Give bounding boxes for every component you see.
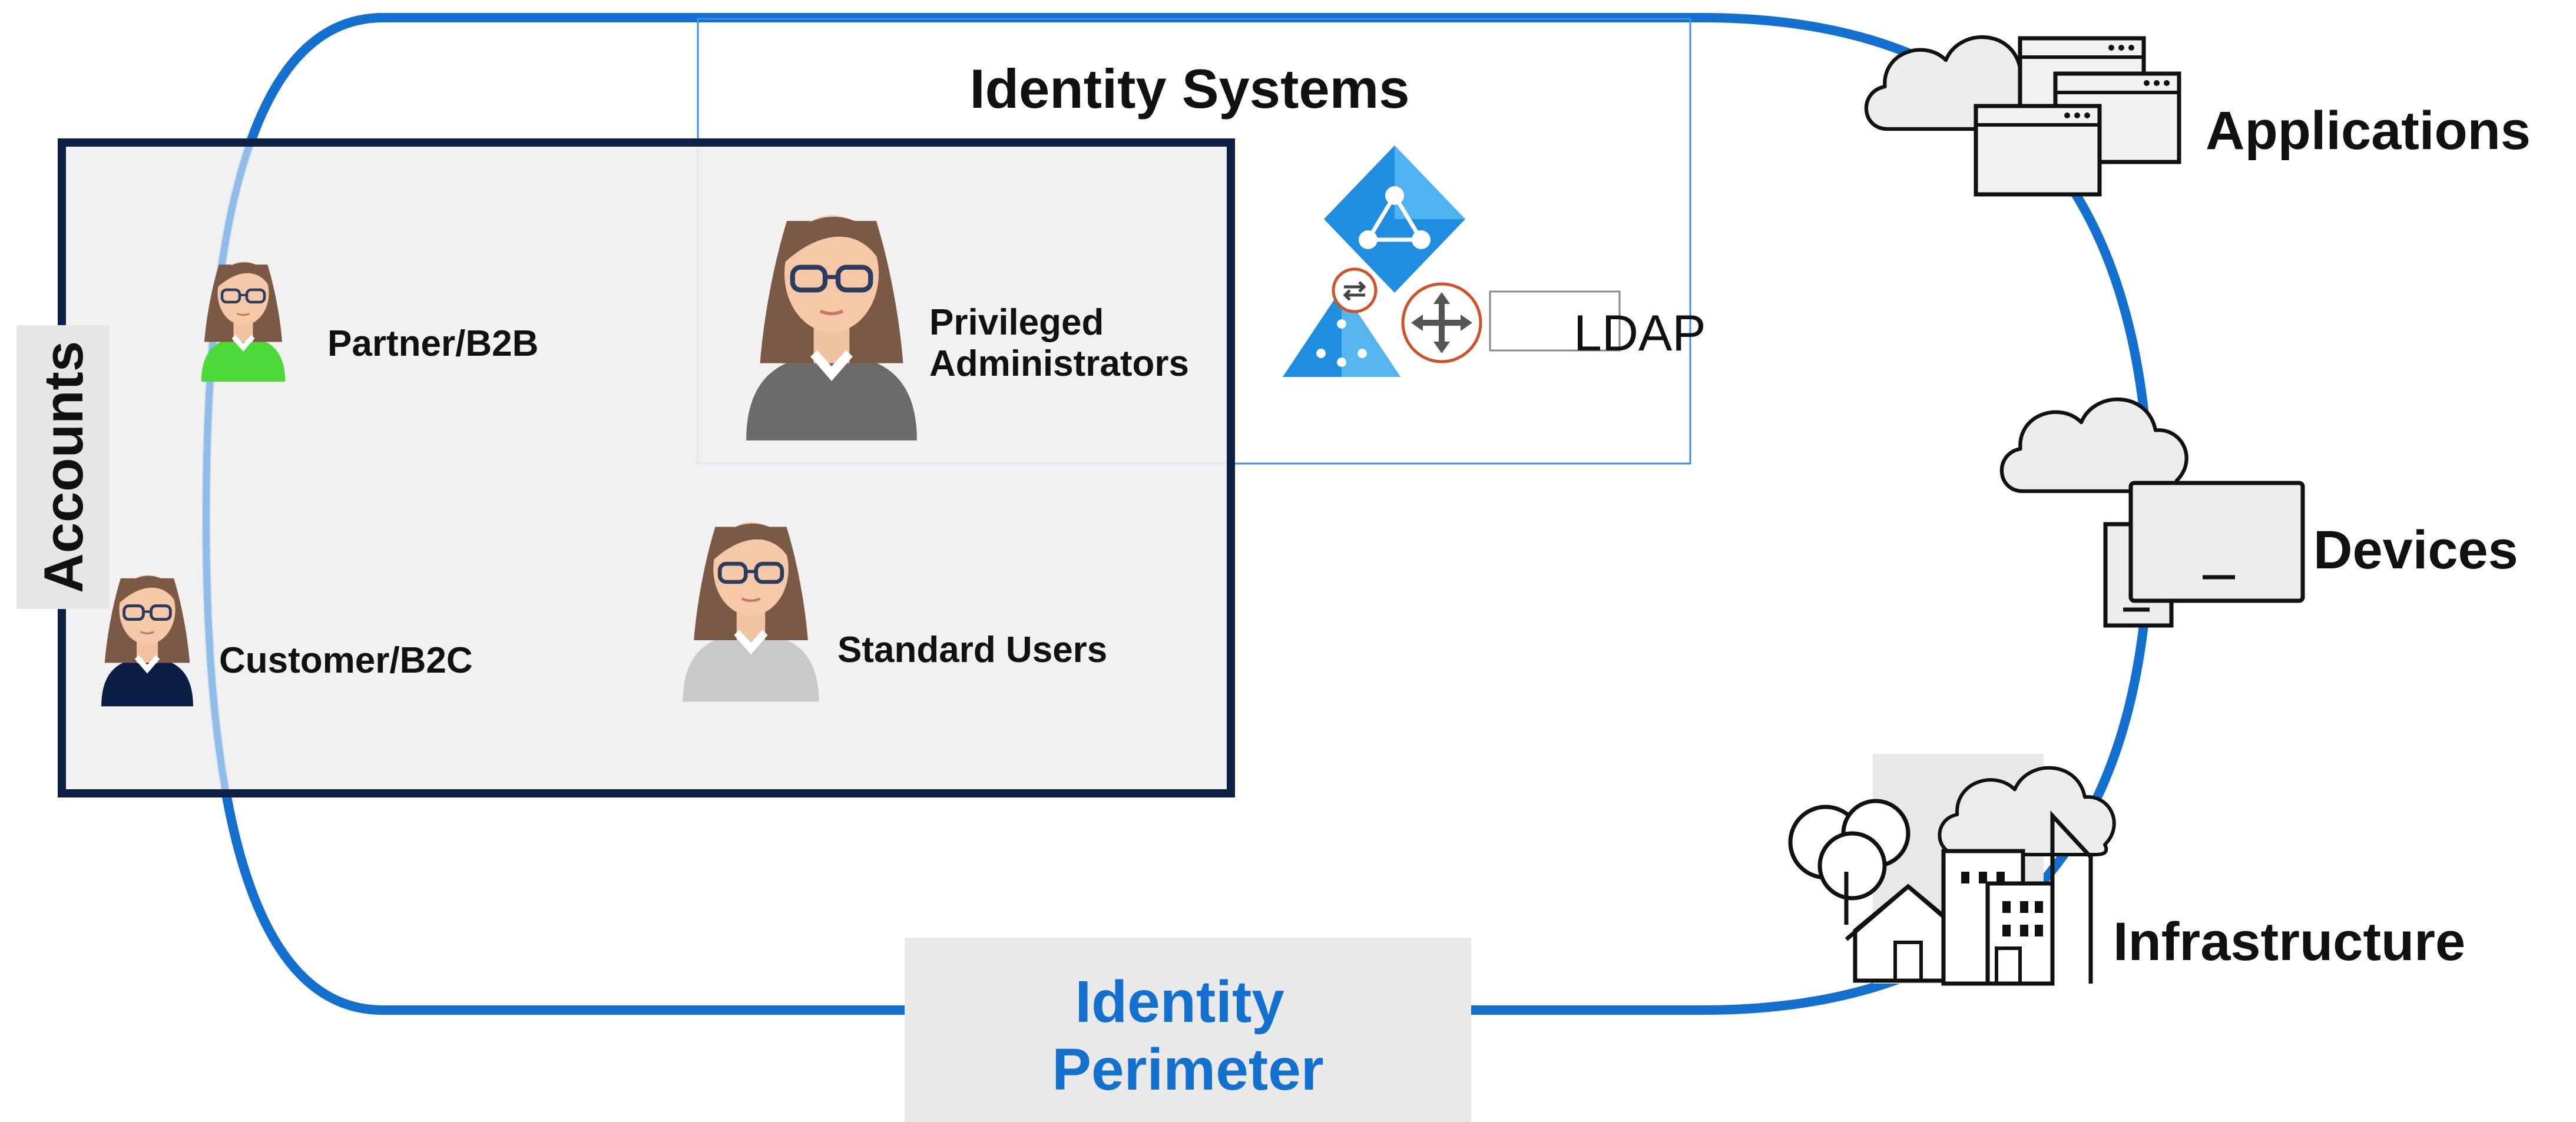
- identity-perimeter-label-bg: [905, 938, 1471, 1122]
- privileged-label: Privileged Administrators: [929, 302, 1189, 384]
- devices-label: Devices: [2313, 520, 2518, 580]
- azure-ad-icon: [1324, 145, 1465, 293]
- identity-perimeter-label-line2: Perimeter: [1052, 1037, 1323, 1103]
- accounts-side-label-bg: [16, 325, 110, 609]
- privileged-label-line2: Administrators: [929, 343, 1189, 384]
- standard-users-label: Standard Users: [837, 630, 1107, 670]
- identity-perimeter-label-line1: Identity: [1075, 969, 1284, 1035]
- accounts-box: [58, 138, 1235, 797]
- infrastructure-icon: [1788, 754, 2114, 986]
- sync-icon: [1332, 267, 1378, 313]
- infrastructure-label: Infrastructure: [2113, 912, 2465, 972]
- ldap-label: LDAP: [1574, 305, 1706, 362]
- identity-perimeter-label: Identity Perimeter: [1052, 969, 1323, 1103]
- partner-avatar: [201, 262, 286, 382]
- applications-label: Applications: [2206, 101, 2531, 161]
- standard-user-avatar: [683, 522, 819, 702]
- customer-avatar: [101, 575, 193, 707]
- privileged-label-line1: Privileged: [929, 302, 1104, 343]
- perimeter-ring-faded-segment: [202, 147, 253, 789]
- accounts-side-label: Accounts: [32, 341, 94, 593]
- devices-icon: [2002, 399, 2305, 628]
- applications-icon: [1866, 37, 2179, 194]
- identity-systems-title: Identity Systems: [969, 58, 1409, 120]
- partner-label: Partner/B2B: [327, 323, 538, 364]
- customer-label: Customer/B2C: [219, 640, 473, 681]
- federation-move-icon: [1401, 282, 1482, 363]
- ldap-box: [1489, 290, 1621, 352]
- privileged-avatar: [746, 215, 917, 441]
